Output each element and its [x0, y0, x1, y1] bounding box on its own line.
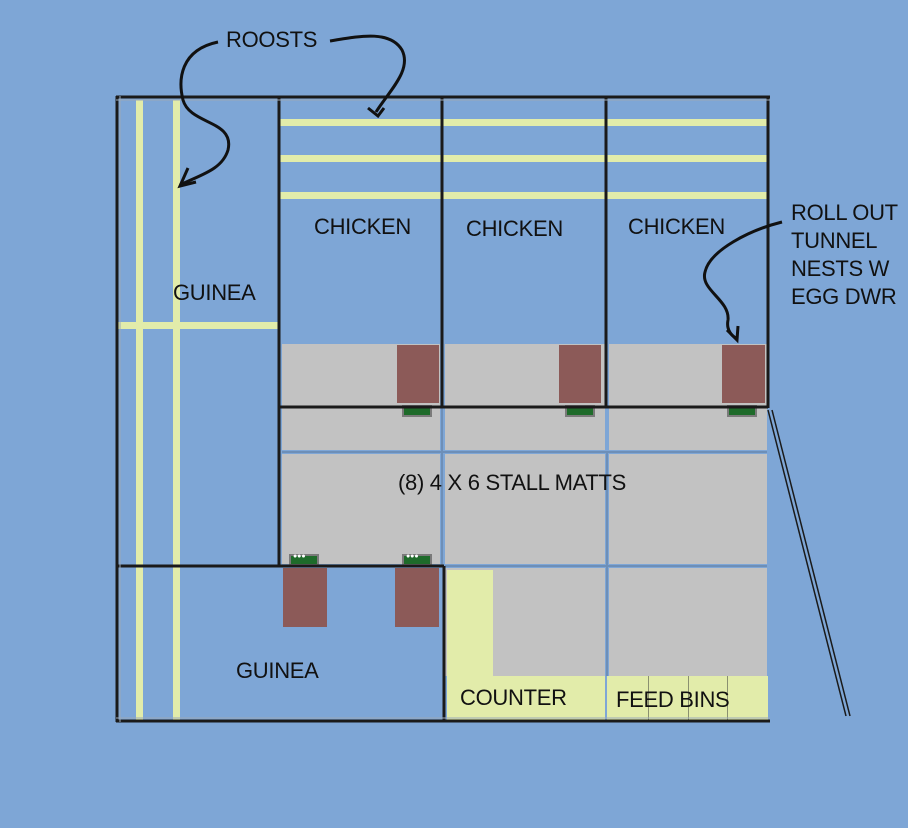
counter-horizontal — [447, 676, 605, 720]
nest-box-chicken-2 — [559, 345, 601, 403]
nest-box-guinea-2 — [395, 568, 439, 627]
walls — [115, 95, 770, 723]
chicken-roost-2 — [278, 155, 768, 162]
roosts-arrow-right-head — [367, 106, 386, 119]
chicken-room-1-label: CHICKEN — [314, 214, 411, 239]
stall-mat-row4-col3 — [609, 568, 767, 676]
nests-annotation-line-3: NESTS W — [791, 256, 890, 281]
stall-mat-row3-col1 — [282, 454, 440, 564]
nest-box-chicken-3 — [722, 345, 765, 403]
roosts-label: ROOSTS — [226, 27, 318, 52]
stall-mat-row3-col2 — [445, 454, 605, 564]
chicken-room-2-label: CHICKEN — [466, 216, 563, 241]
swing-gate — [767, 409, 851, 717]
nest-box-chicken-1 — [397, 345, 439, 403]
feed-bin-divider-2 — [688, 676, 689, 720]
nests-annotation-line-1: ROLL OUT — [791, 200, 898, 225]
guinea-roost-vertical-2 — [173, 100, 180, 720]
wall-inner-lines — [116, 96, 770, 722]
feed-bin-divider-3 — [727, 676, 728, 720]
nests-annotation-line-4: EGG DWR — [791, 284, 897, 309]
guinea-roost-vertical-1 — [136, 100, 143, 720]
roosts-arrow-left — [179, 40, 231, 187]
mat-grid-lines — [282, 408, 767, 676]
chicken-roost-3 — [278, 192, 768, 199]
stall-mat-row3-col3 — [609, 454, 767, 564]
nests-arrow-head — [725, 325, 740, 344]
roosts-arrow-left-head — [177, 167, 197, 189]
guinea-bottom-label: GUINEA — [236, 658, 319, 683]
feed-bins-area — [607, 676, 768, 720]
guinea-top-label: GUINEA — [173, 280, 256, 305]
chicken-roost-1 — [278, 119, 768, 126]
feed-bin-divider-1 — [648, 676, 649, 720]
nest-box-guinea-1 — [283, 568, 327, 627]
chicken-room-3-label: CHICKEN — [628, 214, 725, 239]
roosts-arrow-right — [329, 34, 406, 113]
feed-bins-label: FEED BINS — [616, 687, 730, 712]
guinea-roost-horizontal — [118, 322, 278, 329]
nests-annotation-line-2: TUNNEL — [791, 228, 878, 253]
counter-label: COUNTER — [460, 685, 567, 710]
stall-mats-label: (8) 4 X 6 STALL MATTS — [398, 470, 627, 495]
